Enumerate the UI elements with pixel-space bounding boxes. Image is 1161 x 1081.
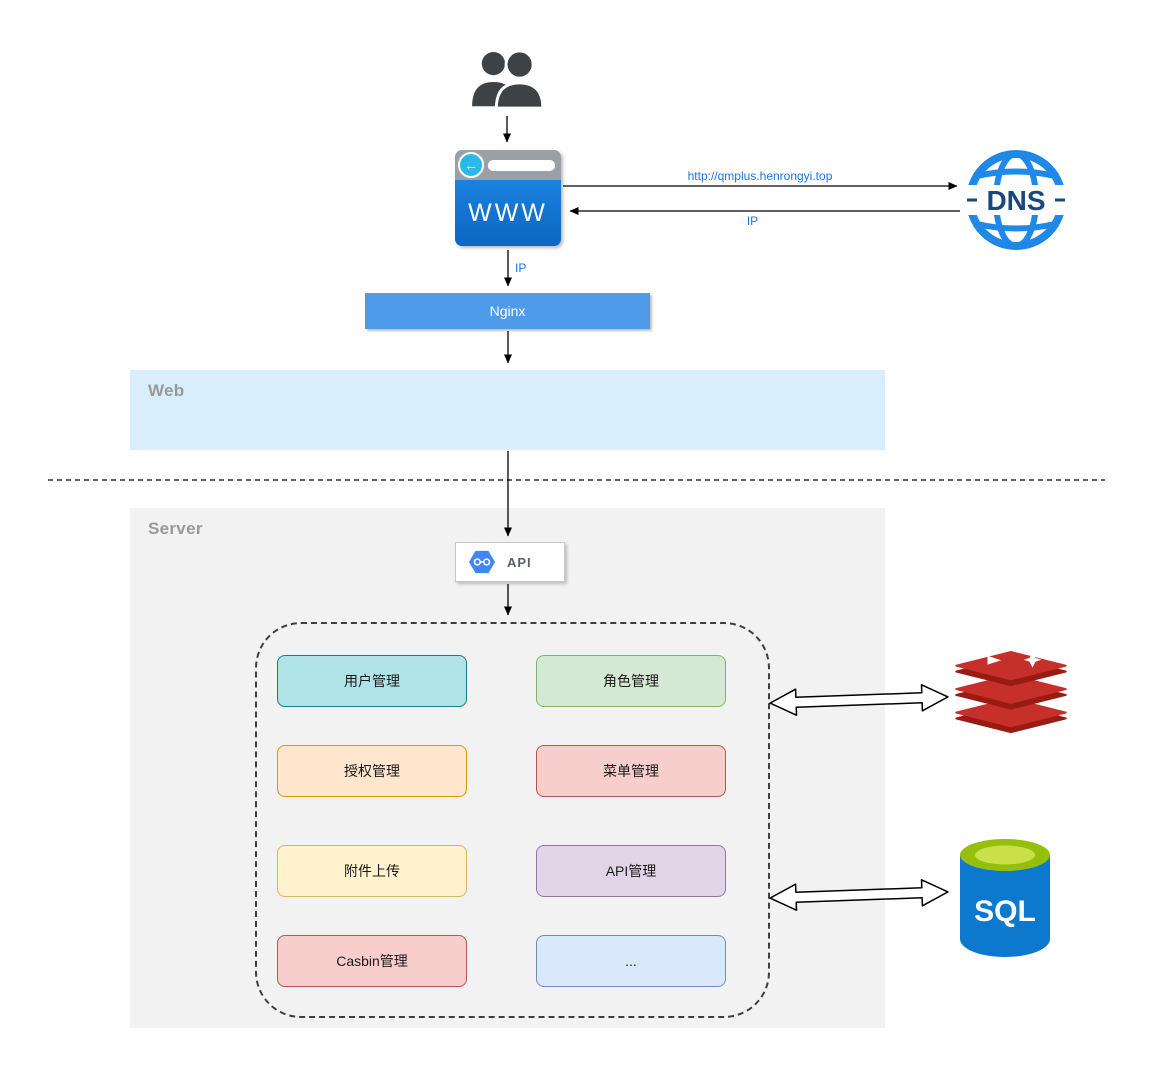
module-label: 用户管理 bbox=[344, 673, 400, 689]
sql-cylinder-top-inner bbox=[975, 845, 1035, 865]
web-section-label: Web bbox=[148, 381, 185, 400]
back-arrow-icon: ← bbox=[458, 152, 484, 178]
dns-response-ip-label: IP bbox=[746, 214, 759, 228]
redis-disk-top bbox=[955, 650, 1067, 687]
dns-label: DNS bbox=[986, 185, 1045, 216]
globe-latitude-bottom bbox=[976, 221, 1056, 232]
front-user-body bbox=[494, 81, 544, 110]
module-label: API管理 bbox=[605, 863, 657, 879]
module-label: ... bbox=[625, 953, 637, 969]
nginx-label: Nginx bbox=[489, 303, 526, 319]
api-label: API bbox=[507, 554, 532, 570]
nginx-ip-label: IP bbox=[515, 261, 527, 275]
users-icon bbox=[472, 50, 544, 110]
browser-www-label: WWW bbox=[455, 180, 561, 246]
module-label: 授权管理 bbox=[344, 763, 400, 779]
web-section-band: Web bbox=[130, 370, 885, 450]
request-url-label: http://qmplus.henrongyi.top bbox=[687, 169, 833, 183]
module-api-management: API管理 bbox=[536, 845, 726, 897]
globe-latitude-top bbox=[976, 168, 1056, 179]
browser-address-bar bbox=[488, 160, 555, 171]
server-section-label: Server bbox=[148, 519, 203, 538]
nginx-bar: Nginx bbox=[365, 293, 650, 329]
module-casbin-management: Casbin管理 bbox=[277, 935, 467, 987]
sql-cylinder-body bbox=[960, 855, 1050, 957]
module-more: ... bbox=[536, 935, 726, 987]
redis-disk-middle bbox=[955, 674, 1067, 710]
module-role-management: 角色管理 bbox=[536, 655, 726, 707]
browser-toolbar: ← bbox=[455, 150, 561, 180]
module-user-management: 用户管理 bbox=[277, 655, 467, 707]
dns-globe-icon: DNS bbox=[964, 150, 1068, 250]
sql-database-icon: SQL bbox=[960, 839, 1050, 957]
modules-container bbox=[255, 622, 770, 1018]
api-hexagon-icon bbox=[469, 550, 495, 574]
sql-label: SQL bbox=[974, 895, 1036, 928]
redis-stack-icon bbox=[955, 650, 1067, 734]
module-label: 角色管理 bbox=[603, 673, 659, 689]
module-label: 菜单管理 bbox=[603, 763, 659, 779]
redis-triangle-decoration bbox=[987, 655, 1002, 665]
module-label: 附件上传 bbox=[344, 863, 400, 879]
browser-icon: ← WWW bbox=[455, 150, 561, 246]
module-auth-management: 授权管理 bbox=[277, 745, 467, 797]
module-label: Casbin管理 bbox=[336, 953, 408, 969]
redis-star-decoration bbox=[1023, 651, 1042, 668]
module-attachment-upload: 附件上传 bbox=[277, 845, 467, 897]
dns-banner bbox=[964, 185, 1068, 215]
back-user-head bbox=[481, 51, 506, 76]
module-menu-management: 菜单管理 bbox=[536, 745, 726, 797]
api-badge: API bbox=[455, 542, 565, 582]
front-user-head bbox=[504, 50, 535, 80]
redis-disk-bottom bbox=[955, 697, 1067, 734]
